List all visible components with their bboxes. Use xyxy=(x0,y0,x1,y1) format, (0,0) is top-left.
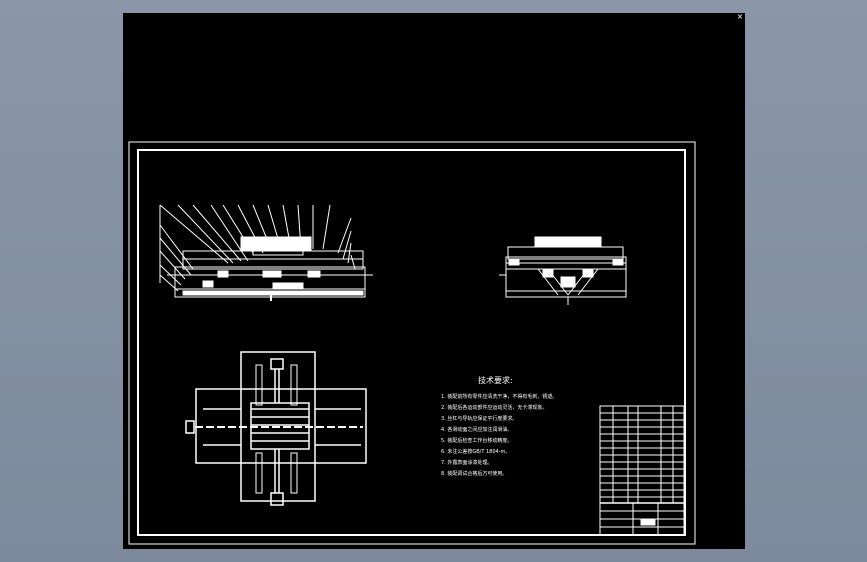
outer-frame xyxy=(128,141,696,545)
inner-frame xyxy=(137,149,686,536)
tech-req-item: 4. 各滑动面之间应加注润滑油。 xyxy=(441,426,512,433)
tech-req-item: 1. 装配前所有零件应清洗干净，不得有毛刺、锈迹。 xyxy=(441,393,557,400)
tech-req-item: 5. 装配后检查工作台移动精度。 xyxy=(441,437,512,444)
cad-drawing: 技术要求: 1. 装配前所有零件应清洗干净，不得有毛刺、锈迹。 2. 装配后各运… xyxy=(128,141,696,545)
front-section-view xyxy=(159,204,373,301)
tech-req-item: 7. 外露表面涂漆处理。 xyxy=(441,459,492,466)
close-button[interactable]: × xyxy=(736,12,744,21)
technical-requirements: 技术要求: 1. 装配前所有零件应清洗干净，不得有毛刺、锈迹。 2. 装配后各运… xyxy=(441,375,557,477)
title-block xyxy=(600,503,684,535)
tech-req-title: 技术要求: xyxy=(478,375,513,385)
parts-list-table xyxy=(599,405,685,536)
cad-viewport[interactable]: 技术要求: 1. 装配前所有零件应清洗干净，不得有毛刺、锈迹。 2. 装配后各运… xyxy=(123,13,745,549)
tech-req-item: 6. 未注公差按GB/T 1804-m。 xyxy=(441,448,510,455)
side-section-view xyxy=(499,236,627,305)
top-plan-view xyxy=(185,351,367,506)
tech-req-item: 8. 装配调试合格后方可使用。 xyxy=(441,470,507,477)
tech-req-item: 2. 装配后各运动部件应运动灵活，无卡滞现象。 xyxy=(441,404,547,411)
tech-req-item: 3. 丝杠与导轨应保证平行度要求。 xyxy=(441,415,517,422)
